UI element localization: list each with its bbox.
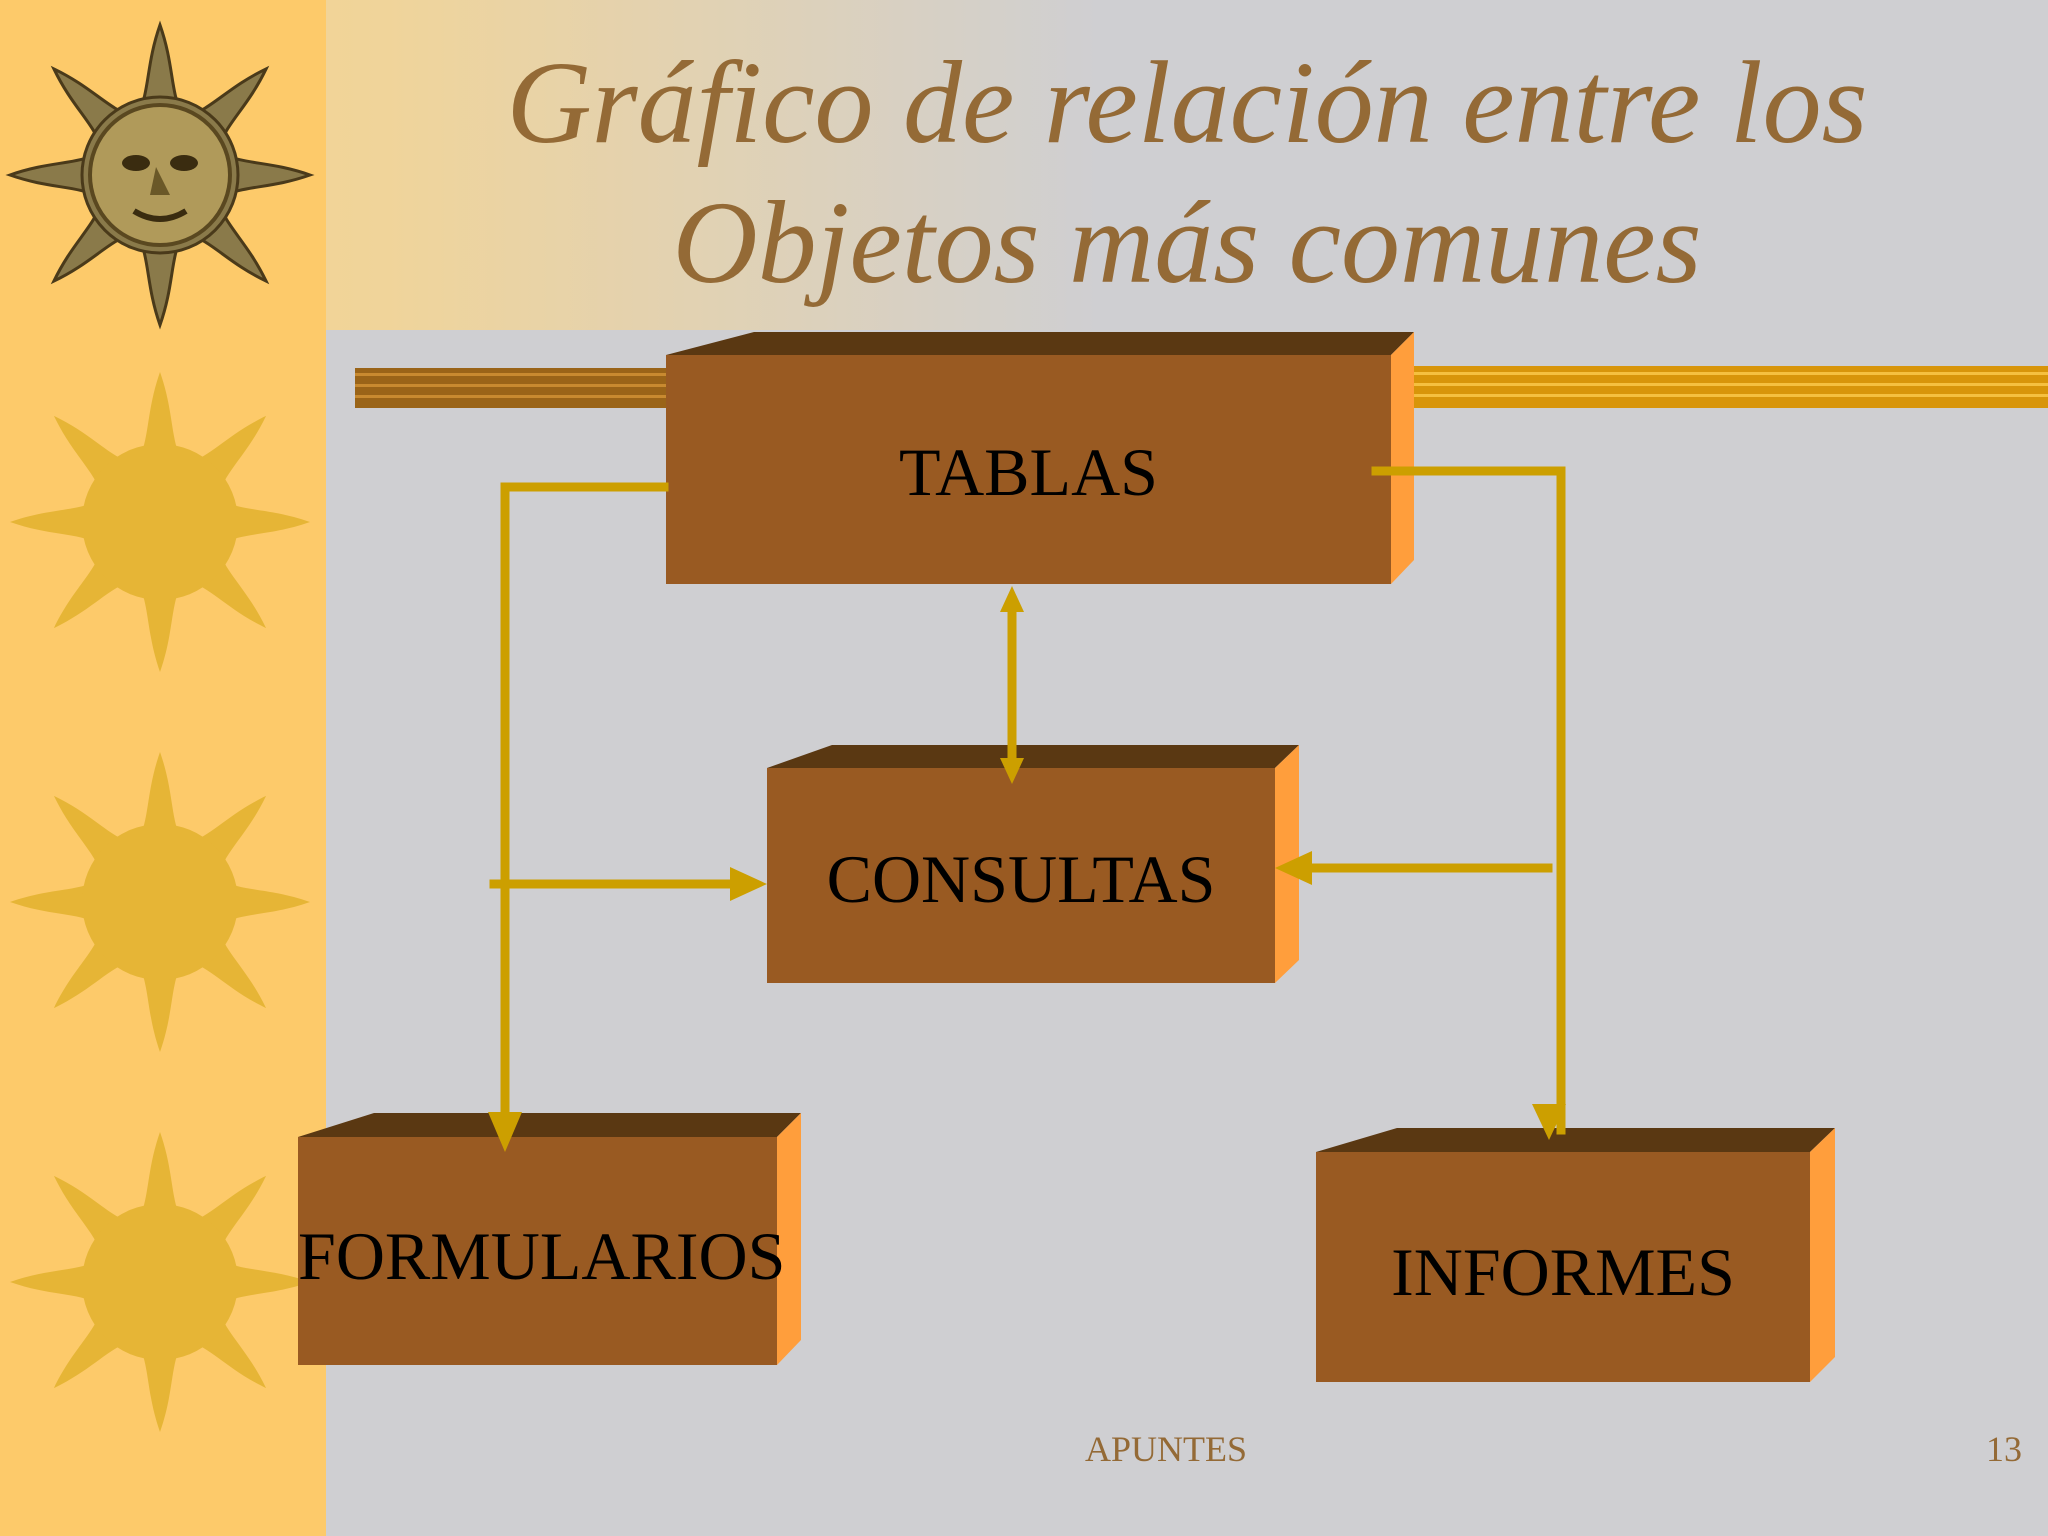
arrowhead-informes [1532,1104,1566,1140]
edge-tablas-informes [1371,466,1566,1135]
node-label-formularios: FORMULARIOS [298,1218,786,1294]
box-consultas [767,745,1299,983]
box-informes [1316,1128,1835,1382]
slide-title-line-1: Gráfico de relación entre los [506,37,1868,168]
slide-title-line-2: Objetos más comunes [672,177,1702,308]
arrowhead-formularios [488,1112,522,1152]
page-number: 13 [1986,1429,2022,1469]
arrowhead-up [1000,586,1024,612]
arrowhead-consultas-left [730,867,767,901]
footer-text: APUNTES [1085,1429,1248,1469]
sun-column [8,23,312,1432]
edge-tablas-formularios [500,482,669,1120]
node-label-informes: INFORMES [1391,1234,1735,1310]
box-tablas [666,332,1414,584]
arrowhead-consultas-right [1275,851,1312,885]
sun-emblem-icon [8,23,312,327]
node-label-consultas: CONSULTAS [826,841,1216,917]
box-formularios [298,1113,801,1365]
arrowhead-down [1000,758,1024,784]
node-label-tablas: TABLAS [898,434,1159,510]
